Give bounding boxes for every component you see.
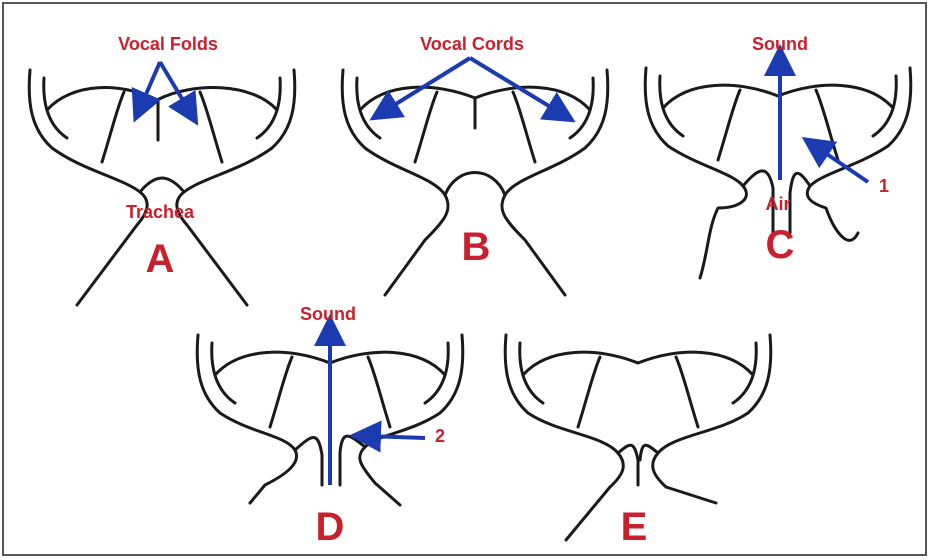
label-marker-1: 1	[879, 176, 889, 196]
label-vocal-cords: Vocal Cords	[420, 34, 524, 54]
panel-letter-e: E	[621, 505, 648, 549]
panel-letter-c: C	[766, 223, 795, 267]
label-air: Air	[765, 194, 790, 214]
label-trachea: Trachea	[126, 202, 195, 222]
panel-letter-d: D	[316, 505, 345, 549]
panel-c: Sound Air 1 C	[645, 34, 911, 278]
panel-letter-b: B	[462, 225, 491, 269]
panel-e: E	[505, 335, 771, 549]
panel-letter-a: A	[146, 237, 175, 281]
label-sound-c: Sound	[752, 34, 808, 54]
panel-a: Vocal Folds Trachea A	[29, 34, 295, 305]
panel-b: Vocal Cords B	[342, 34, 608, 295]
label-marker-2: 2	[435, 426, 445, 446]
label-vocal-folds: Vocal Folds	[118, 34, 218, 54]
panel-d: Sound 2 D	[197, 304, 463, 549]
label-sound-d: Sound	[300, 304, 356, 324]
